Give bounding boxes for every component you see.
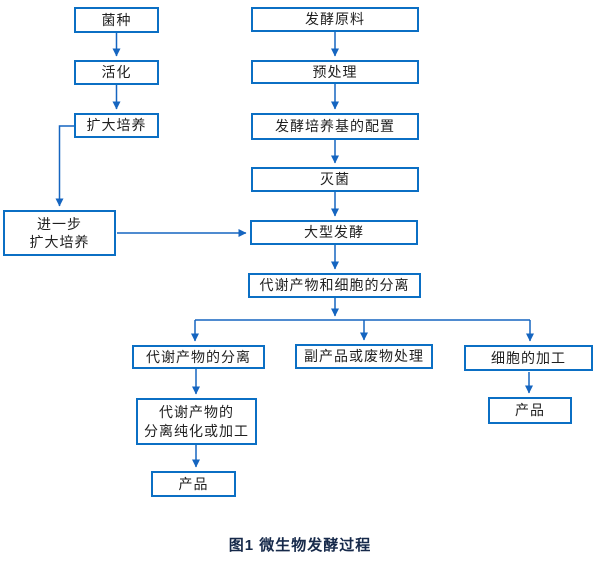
node-large-fermentation: 大型发酵 — [250, 220, 418, 245]
node-product-right: 产品 — [488, 397, 572, 424]
node-pretreatment: 预处理 — [251, 60, 419, 84]
node-cell-processing: 细胞的加工 — [464, 345, 593, 371]
node-byproduct-treatment: 副产品或废物处理 — [295, 344, 433, 369]
node-expansion: 扩大培养 — [74, 113, 159, 138]
figure-caption: 图1 微生物发酵过程 — [228, 537, 372, 554]
node-product-left: 产品 — [151, 471, 236, 497]
node-seed: 菌种 — [74, 7, 159, 33]
node-further-expansion: 进一步 扩大培养 — [3, 210, 116, 256]
node-metabolite-cell-separation: 代谢产物和细胞的分离 — [248, 273, 421, 298]
node-activation: 活化 — [74, 60, 159, 85]
node-sterilization: 灭菌 — [251, 167, 419, 192]
node-medium-prep: 发酵培养基的配置 — [251, 113, 419, 140]
node-purification: 代谢产物的 分离纯化或加工 — [136, 398, 257, 445]
node-metabolite-separation: 代谢产物的分离 — [132, 345, 265, 369]
node-raw-material: 发酵原料 — [251, 7, 419, 32]
edge-expansion-further — [55, 125, 74, 207]
